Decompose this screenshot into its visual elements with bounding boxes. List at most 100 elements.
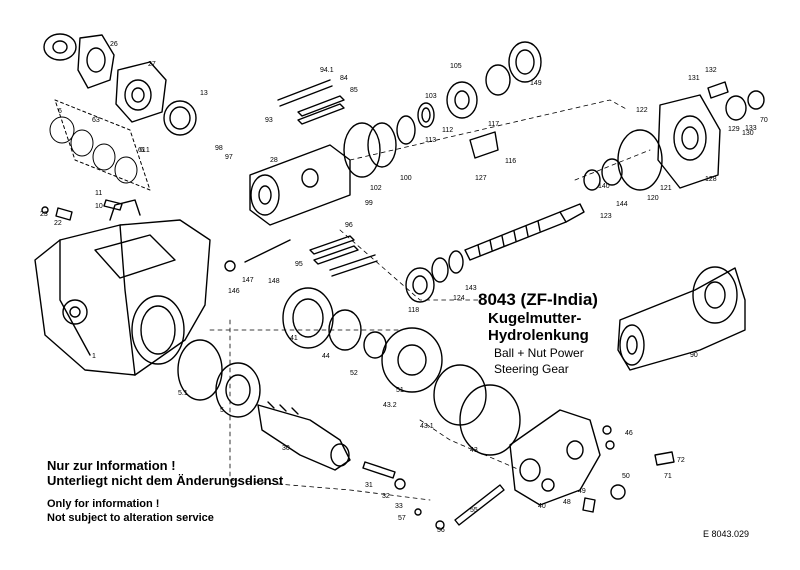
part-piston-rings	[177, 287, 521, 456]
part-label-124: 124	[453, 295, 465, 302]
drawing-reference: E 8043.029	[703, 529, 750, 539]
part-sector-shaft	[257, 401, 351, 471]
title-english-line1: Ball + Nut Power	[494, 346, 584, 360]
notice-german-line2: Unterliegt nicht dem Änderungsdienst	[47, 473, 284, 488]
part-label-56: 56	[437, 527, 445, 534]
part-label-120: 120	[647, 195, 659, 202]
part-label-30: 30	[282, 445, 290, 452]
part-label-11: 11	[95, 190, 102, 197]
part-label-26: 26	[110, 41, 118, 48]
part-label-127: 127	[475, 175, 487, 182]
title-block: 8043 (ZF-India) Kugelmutter- Hydrolenkun…	[478, 290, 638, 376]
part-housing	[34, 199, 211, 376]
part-label-70: 70	[760, 117, 768, 124]
part-label-6: 6	[58, 108, 62, 115]
part-seal-kit	[49, 99, 151, 191]
part-end-cover	[583, 81, 765, 191]
part-label-116: 116	[505, 158, 516, 165]
part-label-100: 100	[400, 175, 412, 182]
part-label-103: 103	[425, 93, 437, 100]
part-label-90: 90	[690, 352, 698, 359]
part-label-61: 61	[138, 147, 146, 154]
title-german-line2: Hydrolenkung	[488, 327, 589, 344]
notice-german-line1: Nur zur Information !	[47, 458, 176, 473]
part-label-117: 117	[488, 121, 499, 128]
part-label-128: 128	[705, 176, 717, 183]
assembly-lines	[209, 99, 651, 501]
part-label-1: 1	[92, 353, 96, 360]
part-label-118: 118	[408, 307, 419, 314]
part-label-147: 147	[242, 277, 254, 284]
part-label-84: 84	[340, 75, 348, 82]
part-valve-housing	[249, 144, 351, 226]
part-label-51: 51	[396, 387, 404, 394]
part-label-133: 133	[745, 125, 757, 132]
title-german-line1: Kugelmutter-	[488, 310, 582, 327]
part-label-97: 97	[225, 154, 233, 161]
part-label-46: 46	[625, 430, 633, 437]
part-label-5: 5	[220, 407, 224, 414]
part-label-146: 146	[228, 288, 240, 295]
part-valve-cover	[509, 409, 601, 506]
part-label-44: 44	[322, 353, 330, 360]
part-label-144: 144	[616, 201, 628, 208]
part-label-72: 72	[677, 457, 685, 464]
part-label-143: 143	[465, 285, 477, 292]
part-label-49: 49	[578, 488, 586, 495]
part-label-40: 40	[538, 503, 546, 510]
part-orings-upper	[343, 102, 435, 178]
part-label-71: 71	[664, 473, 672, 480]
part-small-fasteners	[224, 239, 675, 530]
part-bearings-center	[405, 250, 464, 303]
part-label-32: 32	[382, 493, 390, 500]
part-label-43: 43	[470, 447, 478, 454]
part-label-28: 28	[270, 157, 278, 164]
part-label-93: 93	[265, 117, 273, 124]
model-number: 8043 (ZF-India)	[478, 290, 598, 309]
part-label-132: 132	[705, 67, 717, 74]
part-label-52: 52	[350, 370, 358, 377]
part-label-50: 50	[622, 473, 630, 480]
part-fasteners-left	[41, 199, 123, 221]
title-english-line2: Steering Gear	[494, 362, 569, 376]
part-steering-gear-assembled	[617, 266, 746, 371]
part-label-27: 27	[148, 61, 156, 68]
part-label-129: 129	[728, 126, 740, 133]
part-label-48: 48	[563, 499, 571, 506]
part-label-55: 55	[470, 507, 478, 514]
part-label-23: 23	[40, 211, 48, 218]
part-label-6-1: 6.1	[140, 147, 150, 154]
part-label-13: 13	[200, 90, 208, 97]
part-label-57: 57	[398, 515, 406, 522]
part-label-102: 102	[370, 185, 382, 192]
part-label-63: 63	[92, 117, 100, 124]
part-label-122: 122	[636, 107, 648, 114]
notice-english-line2: Not subject to alteration service	[47, 512, 214, 524]
part-label-95: 95	[295, 261, 303, 268]
part-label-41: 41	[290, 335, 298, 342]
part-label-121: 121	[660, 185, 672, 192]
part-cover-assembly	[43, 33, 197, 136]
part-label-131: 131	[688, 75, 700, 82]
part-torsion-bars	[277, 79, 378, 277]
part-label-94-1: 94.1	[320, 67, 334, 74]
part-label-85: 85	[350, 87, 358, 94]
part-label-123: 123	[600, 213, 612, 220]
part-label-113: 113	[425, 137, 436, 144]
part-label-112: 112	[442, 127, 453, 134]
part-label-33: 33	[395, 503, 403, 510]
part-label-99: 99	[365, 200, 373, 207]
part-label-22: 22	[54, 220, 62, 227]
part-label-96: 96	[345, 222, 353, 229]
part-nut-assembly	[446, 41, 542, 159]
part-label-148: 148	[268, 278, 280, 285]
part-worm-shaft	[464, 203, 585, 261]
part-label-43-2: 43.2	[383, 402, 397, 409]
part-label-149: 149	[530, 80, 542, 87]
part-label-130: 130	[742, 130, 754, 137]
part-label-105: 105	[450, 63, 462, 70]
part-label-10: 10	[95, 203, 103, 210]
part-label-5-1: 5.1	[178, 390, 188, 397]
